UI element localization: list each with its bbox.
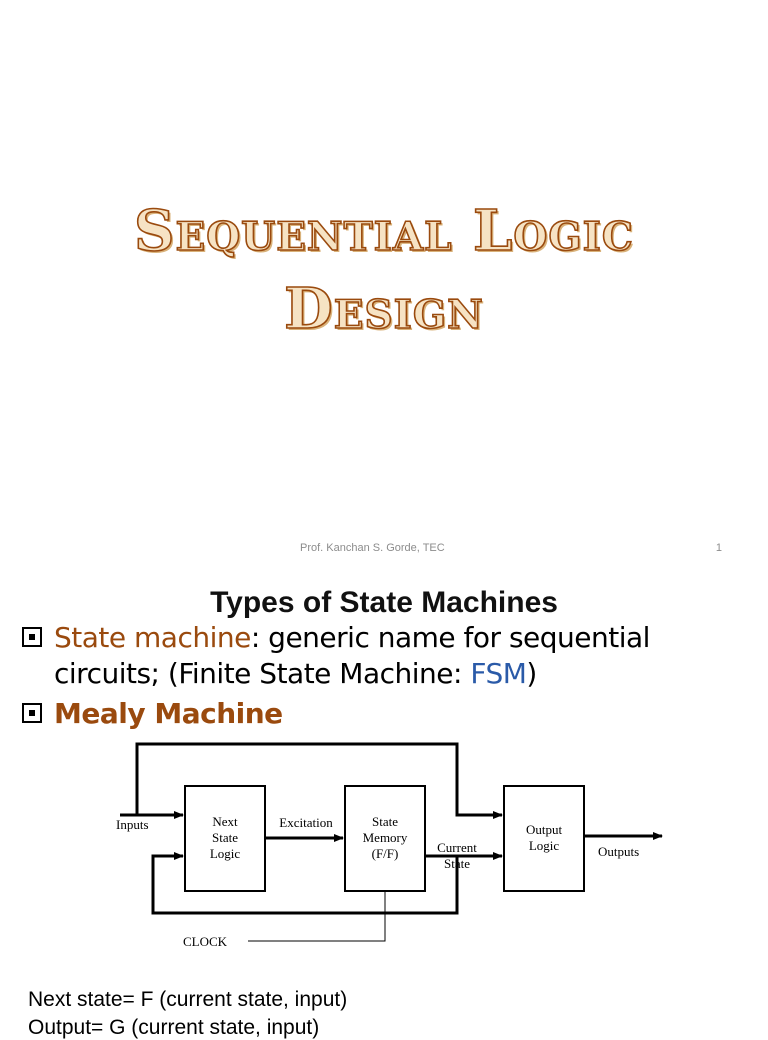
next-state-label-2: State bbox=[212, 830, 238, 845]
square-bullet-icon bbox=[22, 627, 42, 647]
state-memory-label-1: State bbox=[372, 814, 398, 829]
excitation-label: Excitation bbox=[279, 815, 333, 830]
clock-label: CLOCK bbox=[183, 934, 228, 949]
title-slide: Sequential Logic Design Prof. Kanchan S.… bbox=[133, 197, 722, 554]
next-state-label-3: Logic bbox=[210, 846, 241, 861]
input-to-output-path bbox=[135, 742, 503, 819]
output-logic-block bbox=[503, 785, 585, 892]
bullet-description: : generic name for sequential circuits; … bbox=[54, 621, 650, 690]
bullet-text: State machine: generic name for sequenti… bbox=[54, 620, 734, 692]
next-state-equation: Next state= F (current state, input) bbox=[28, 988, 348, 1011]
slide-title-line-2: Design bbox=[283, 275, 484, 343]
clock-line bbox=[248, 891, 386, 942]
bullet-term: Mealy Machine bbox=[54, 697, 283, 730]
slide-heading: Types of State Machines bbox=[210, 586, 558, 619]
state-memory-label-2: Memory bbox=[363, 830, 408, 845]
fsm-abbreviation: FSM bbox=[470, 657, 527, 690]
bullet-close-paren: ) bbox=[526, 657, 537, 690]
mealy-machine-diagram: Inputs Next State Logic Excitation State… bbox=[116, 742, 663, 949]
slide-footer-author: Prof. Kanchan S. Gorde, TEC bbox=[300, 542, 445, 554]
slide-page-number: 1 bbox=[715, 542, 722, 554]
current-state-label-1: Current bbox=[437, 840, 477, 855]
state-machines-slide: Types of State Machines State machine: g… bbox=[0, 560, 768, 1039]
next-state-label-1: Next bbox=[212, 814, 238, 829]
output-logic-label-1: Output bbox=[526, 822, 563, 837]
square-bullet-icon bbox=[22, 703, 42, 723]
slide-title-line-1: Sequential Logic bbox=[133, 197, 634, 265]
bullet-term: State machine bbox=[54, 621, 251, 654]
inputs-label: Inputs bbox=[116, 817, 149, 832]
output-logic-label-2: Logic bbox=[529, 838, 560, 853]
state-memory-label-3: (F/F) bbox=[372, 846, 399, 861]
outputs-label: Outputs bbox=[598, 844, 639, 859]
current-state-label-2: State bbox=[444, 856, 470, 871]
output-equation: Output= G (current state, input) bbox=[28, 1016, 320, 1039]
feedback-path bbox=[151, 852, 459, 915]
